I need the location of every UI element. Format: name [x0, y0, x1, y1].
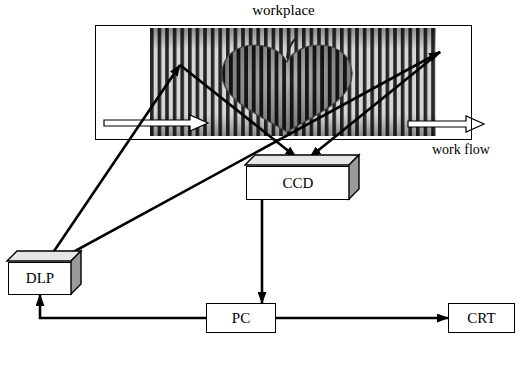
box-top-face	[245, 155, 359, 165]
box-label: DLP	[26, 270, 54, 287]
signal-arrow	[310, 52, 440, 157]
box-label: PC	[232, 310, 250, 327]
computer-box: PC	[206, 303, 276, 333]
box-label: CCD	[283, 175, 314, 192]
projector-box: DLP	[8, 262, 72, 295]
signal-arrow	[40, 295, 206, 318]
heart-outline	[222, 45, 352, 132]
flow-arrow	[104, 115, 208, 131]
signal-arrow	[261, 200, 264, 303]
flow-arrow	[408, 116, 484, 132]
box-side-face	[349, 155, 359, 199]
monitor-box: CRT	[448, 303, 515, 333]
box-top-face	[7, 251, 81, 261]
signal-arrow	[180, 65, 296, 157]
frame-heading: workplace	[96, 2, 471, 19]
workplace-frame: workplace	[95, 25, 472, 140]
heart-stem	[287, 38, 296, 58]
camera-box: CCD	[246, 166, 350, 200]
signal-arrow	[276, 317, 448, 320]
signal-arrow	[66, 52, 440, 256]
flow-label: work flow	[432, 142, 490, 158]
box-side-face	[71, 251, 81, 294]
box-label: CRT	[467, 310, 495, 327]
heart-object	[215, 35, 360, 135]
